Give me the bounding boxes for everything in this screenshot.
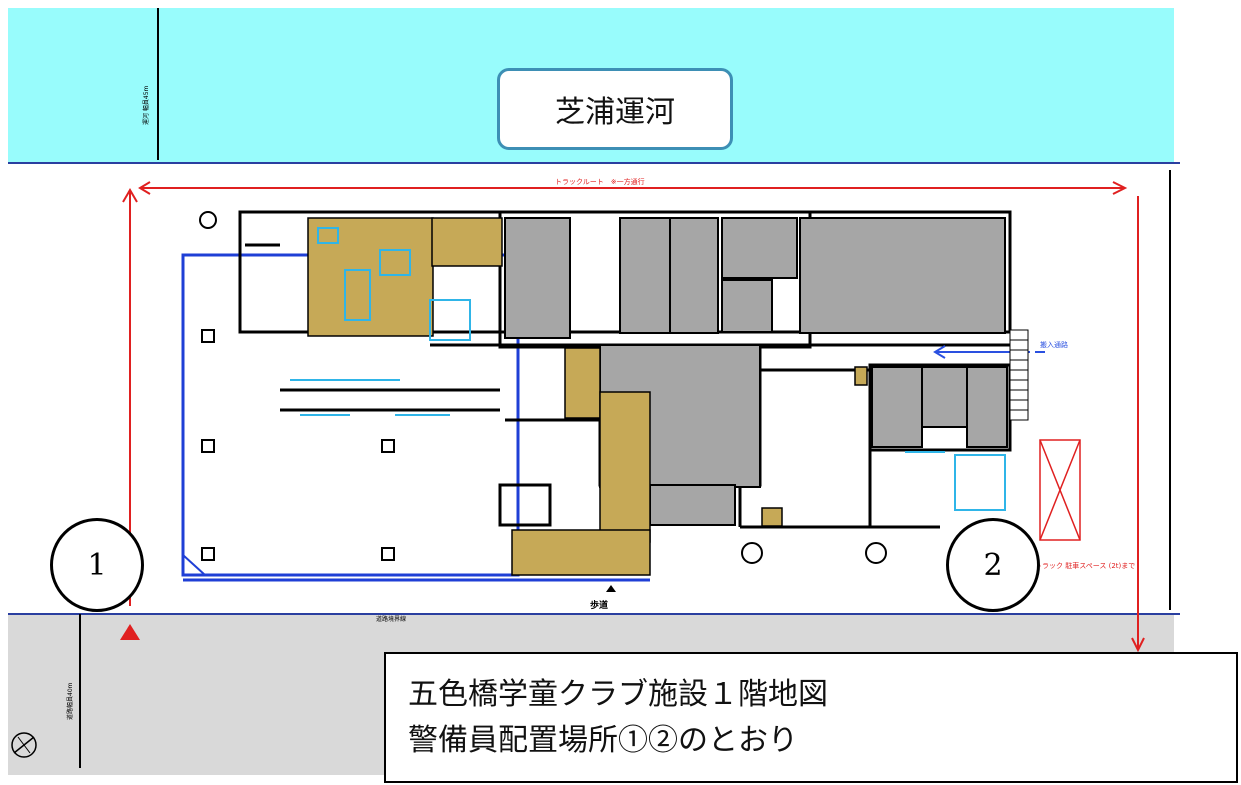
guard-position-1-marker: 1 (50, 518, 144, 612)
entrance-triangle (120, 624, 140, 640)
road-width-label: 道路幅員40m (66, 682, 74, 720)
entrance-label: 歩道 (590, 599, 608, 611)
map-caption: 五色橋学童クラブ施設１階地図 警備員配置場所①②のとおり (384, 652, 1238, 783)
canal-width-label: 運河 幅員45m (142, 85, 150, 125)
truck-parking-label: トラック 駐車スペース (2t)まで (1035, 561, 1135, 570)
cyan-fixtures (290, 227, 1006, 511)
truck-route-label: トラックルート ※一方通行 (555, 177, 645, 186)
truck-parking (1039, 439, 1081, 541)
entrance-marker (606, 585, 616, 592)
street-label: 道路境界線 (376, 615, 406, 623)
guard-position-2-marker: 2 (946, 518, 1040, 612)
columns (199, 211, 887, 564)
canal-label: 芝浦運河 (497, 68, 733, 150)
compass-icon (11, 732, 37, 758)
caption-line-2: 警備員配置場所①②のとおり (408, 723, 798, 758)
stairs (1009, 329, 1029, 421)
delivery-route-label: 搬入通路 (1040, 340, 1068, 349)
caption-line-1: 五色橋学童クラブ施設１階地図 (408, 677, 828, 712)
